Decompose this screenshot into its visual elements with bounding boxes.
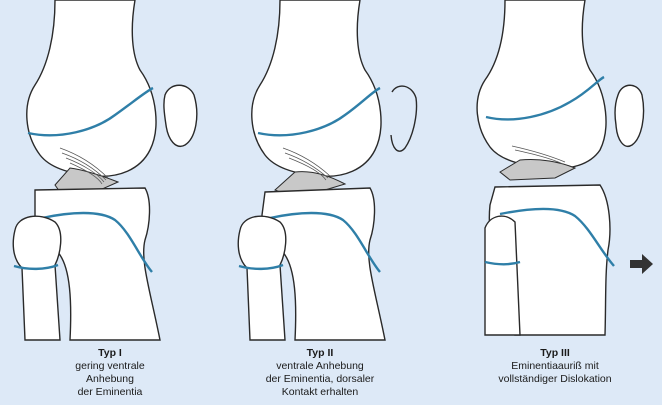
panel-typ-3-illustration <box>476 0 653 336</box>
ligament-fibers <box>511 145 566 165</box>
femur-bone <box>476 0 607 170</box>
femur-cartilage-line <box>485 75 605 121</box>
tibia-cartilage-line <box>499 207 615 267</box>
patella-bone <box>614 84 645 147</box>
fibula-cartilage-line <box>484 260 521 266</box>
panel-typ-1-illustration <box>12 0 198 341</box>
arrow-right-icon <box>630 254 653 274</box>
caption-line: Eminentiaauriß mit <box>511 360 599 372</box>
caption-typ-1: Typ I gering ventrale Anhebung der Emine… <box>40 347 180 399</box>
caption-line: der Eminentia <box>77 386 143 398</box>
caption-line: gering ventrale <box>75 360 145 372</box>
femur-bone <box>251 0 382 177</box>
caption-typ-3: Typ III Eminentiaauriß mit vollständiger… <box>480 347 630 386</box>
caption-title: Typ II <box>306 347 334 359</box>
tibia-cartilage-line <box>269 211 381 273</box>
caption-line: vollständiger Dislokation <box>498 373 612 385</box>
fibula-cartilage-line <box>13 263 59 271</box>
ligament-fibers <box>282 147 331 181</box>
fibula-bone <box>237 215 287 341</box>
femur-bone <box>26 0 157 177</box>
caption-line: Kontakt erhalten <box>281 386 359 398</box>
tibia-cartilage-line <box>41 211 153 273</box>
fibula-bone <box>484 215 521 336</box>
femur-cartilage-line <box>27 86 154 137</box>
patella-bone <box>163 84 198 147</box>
fibula-cartilage-line <box>238 263 284 271</box>
patella-bone <box>390 85 418 152</box>
ligament-fibers <box>59 147 109 185</box>
caption-line: Anhebung <box>86 373 134 385</box>
eminentia-fragment <box>499 159 577 181</box>
caption-title: Typ I <box>98 347 122 359</box>
caption-line: ventrale Anhebung <box>276 360 364 372</box>
caption-line: der Eminentia, dorsaler <box>265 373 375 385</box>
eminentia-fragment <box>54 167 120 193</box>
fibula-bone <box>12 215 62 341</box>
caption-title: Typ III <box>540 347 570 359</box>
panel-typ-2-illustration <box>237 0 418 341</box>
femur-cartilage-line <box>257 86 381 137</box>
caption-typ-2: Typ II ventrale Anhebung der Eminentia, … <box>245 347 395 399</box>
